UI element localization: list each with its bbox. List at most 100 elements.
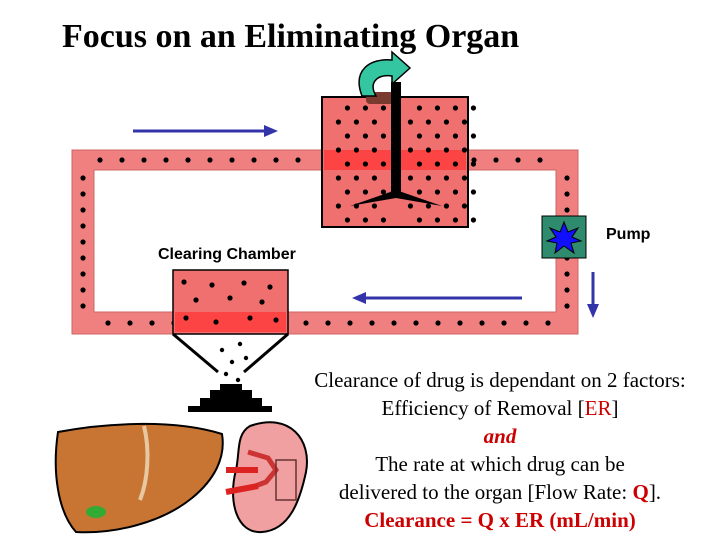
flow-arrow-top	[133, 125, 278, 137]
particle-dot	[344, 133, 351, 139]
waste-pile	[188, 384, 272, 412]
particle-dot	[416, 189, 423, 195]
explanation-line-4: The rate at which drug can be	[375, 452, 625, 476]
particle-dot	[434, 161, 441, 167]
particle-dot	[335, 119, 342, 125]
particle-dot	[425, 175, 432, 181]
explanation-line-1: Clearance of drug is dependant on 2 fact…	[314, 368, 686, 392]
particle-dot	[80, 191, 86, 197]
particle-dot	[335, 147, 342, 153]
particle-dot	[371, 175, 378, 181]
flow-arrow-down	[587, 272, 599, 318]
particle-dot	[229, 359, 235, 365]
particle-dot	[241, 280, 247, 286]
falling-particles	[219, 341, 249, 383]
particle-dot	[452, 217, 459, 223]
particle-dot	[479, 320, 485, 326]
particle-dot	[493, 157, 499, 163]
particle-dot	[229, 157, 235, 163]
particle-dot	[259, 299, 265, 305]
particle-dot	[380, 217, 387, 223]
particle-dot	[435, 320, 441, 326]
particle-dot	[227, 295, 233, 301]
particle-dot	[537, 157, 543, 163]
particle-dot	[416, 105, 423, 111]
particle-dot	[501, 320, 507, 326]
particle-dot	[371, 147, 378, 153]
particle-dot	[237, 341, 243, 347]
particle-dot	[434, 189, 441, 195]
particle-dot	[209, 282, 215, 288]
particle-dot	[443, 147, 450, 153]
particle-dot	[163, 157, 169, 163]
particle-dot	[470, 133, 477, 139]
particle-dot	[353, 119, 360, 125]
particle-dot	[425, 147, 432, 153]
rotation-arrow-icon	[358, 50, 412, 97]
particle-dot	[452, 133, 459, 139]
particle-dot	[470, 161, 477, 167]
particle-dot	[105, 320, 111, 326]
particle-dot	[380, 189, 387, 195]
particle-dot	[353, 147, 360, 153]
particle-dot	[564, 207, 570, 213]
particle-dot	[80, 303, 86, 309]
explanation-line-5: delivered to the organ [Flow Rate: Q].	[338, 480, 662, 504]
particle-dot	[523, 320, 529, 326]
particle-dot	[223, 371, 229, 377]
particle-dot	[183, 315, 189, 321]
particle-dot	[267, 284, 273, 290]
particle-dot	[303, 320, 309, 326]
er-highlight: ER	[584, 396, 612, 420]
particle-dot	[413, 320, 419, 326]
particle-dot	[461, 175, 468, 181]
particle-dot	[416, 161, 423, 167]
particle-dot	[443, 119, 450, 125]
particle-dot	[443, 203, 450, 209]
particle-dot	[461, 119, 468, 125]
particle-dot	[434, 217, 441, 223]
particle-dot	[470, 189, 477, 195]
particle-dot	[235, 377, 241, 383]
particle-dot	[470, 105, 477, 111]
particle-dot	[251, 157, 257, 163]
particle-dot	[362, 189, 369, 195]
q-highlight: Q	[632, 480, 649, 504]
particle-dot	[380, 105, 387, 111]
funnel	[172, 332, 289, 374]
particle-dot	[181, 279, 187, 285]
particle-dot	[273, 317, 279, 323]
particle-dot	[371, 119, 378, 125]
particle-dot	[407, 147, 414, 153]
particle-dot	[347, 320, 353, 326]
particle-dot	[425, 119, 432, 125]
chamber-particles	[335, 105, 477, 223]
particle-dot	[247, 315, 253, 321]
particle-dot	[193, 297, 199, 303]
particle-dot	[243, 355, 249, 361]
particle-dot	[369, 320, 375, 326]
particle-dot	[434, 105, 441, 111]
particle-dot	[213, 319, 219, 325]
particle-dot	[335, 175, 342, 181]
particle-dot	[425, 203, 432, 209]
particle-dot	[564, 303, 570, 309]
particle-dot	[457, 320, 463, 326]
clearing-particles	[181, 279, 279, 325]
particle-dot	[219, 347, 225, 353]
particle-dot	[434, 133, 441, 139]
particle-dot	[97, 157, 103, 163]
kidney-icon	[225, 421, 308, 534]
particle-dot	[325, 320, 331, 326]
particle-dot	[149, 320, 155, 326]
particle-dot	[416, 217, 423, 223]
particle-dot	[185, 157, 191, 163]
particle-dot	[344, 105, 351, 111]
particle-dot	[362, 217, 369, 223]
pump-icon	[541, 215, 587, 259]
particle-dot	[461, 203, 468, 209]
particle-dot	[362, 105, 369, 111]
particle-dot	[471, 157, 477, 163]
particle-dot	[127, 320, 133, 326]
